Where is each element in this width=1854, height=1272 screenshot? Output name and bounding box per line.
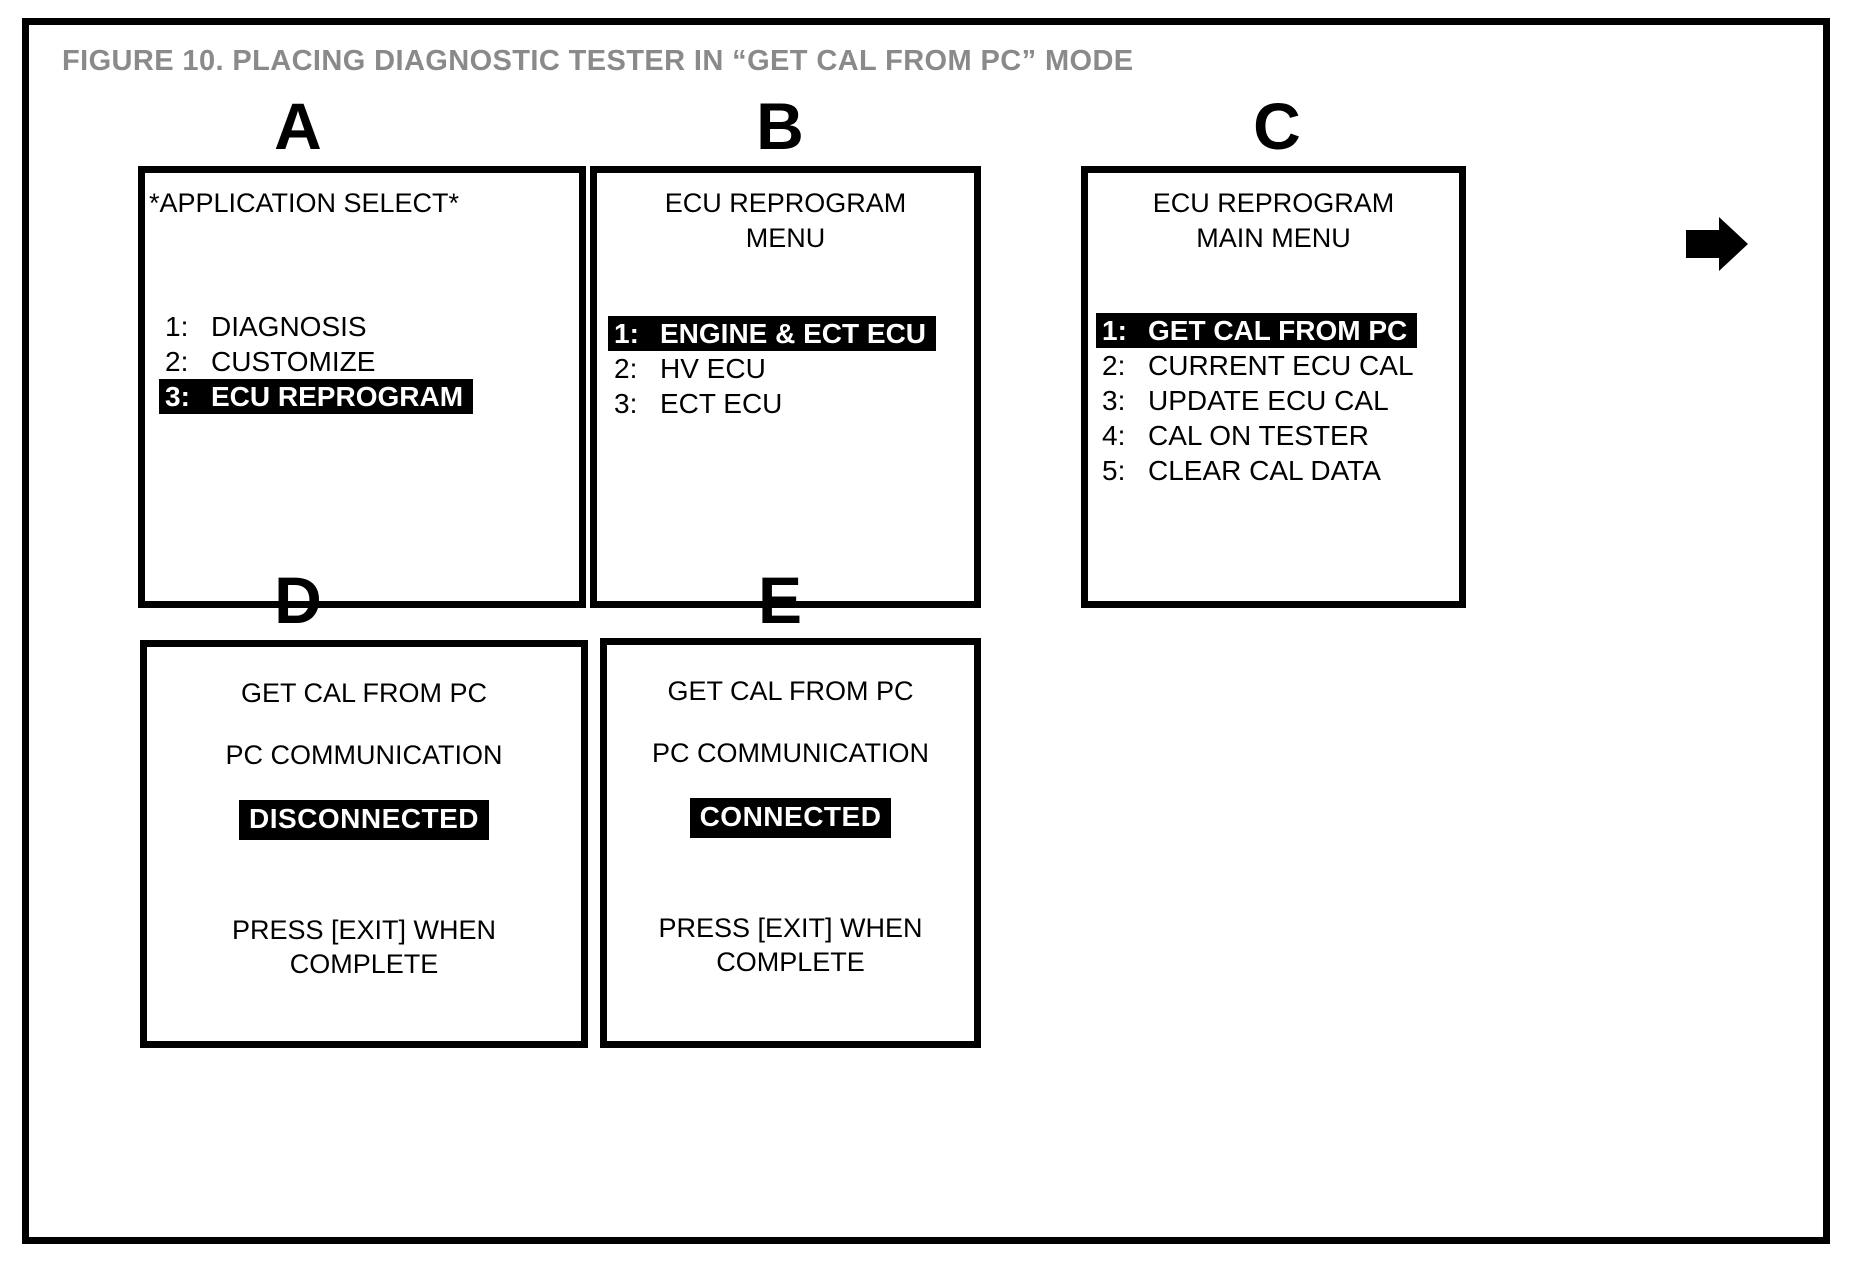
- menu-item-number: 1:: [1102, 315, 1127, 346]
- menu-item-get-cal-from-pc-selected[interactable]: 1: GET CAL FROM PC: [1096, 313, 1418, 349]
- menu-item-number: 2:: [165, 346, 189, 378]
- menu-item-update-ecu-cal[interactable]: 3: UPDATE ECU CAL: [1102, 383, 1459, 418]
- menu-item-number: 1:: [165, 311, 189, 342]
- menu-item-current-ecu-cal[interactable]: 2: CURRENT ECU CAL: [1102, 348, 1459, 383]
- panel-d-screen[interactable]: GET CAL FROM PC PC COMMUNICATION DISCONN…: [140, 640, 588, 1048]
- menu-item-number: 2:: [1102, 350, 1126, 382]
- menu-item-clear-cal-data[interactable]: 5: CLEAR CAL DATA: [1102, 453, 1459, 488]
- menu-item-label: DIAGNOSIS: [211, 311, 367, 342]
- menu-item-label: ECU REPROGRAM: [211, 381, 464, 413]
- panel-d-line-1: GET CAL FROM PC: [240, 678, 488, 708]
- panel-a-menu[interactable]: 1: DIAGNOSIS 2: CUSTOMIZE 3: ECU REPROGR…: [159, 309, 579, 415]
- panel-e-footer: PRESS [EXIT] WHEN COMPLETE: [607, 911, 974, 979]
- menu-item-number: 3:: [614, 388, 638, 420]
- panel-letter-b: B: [756, 89, 804, 163]
- panel-letter-e: E: [757, 563, 803, 637]
- menu-item-cal-on-tester[interactable]: 4: CAL ON TESTER: [1102, 418, 1459, 453]
- menu-item-label: CAL ON TESTER: [1148, 420, 1369, 452]
- menu-item-number: 4:: [1102, 420, 1126, 452]
- menu-item-number: 1:: [614, 318, 639, 349]
- panel-d-footer: PRESS [EXIT] WHEN COMPLETE: [147, 913, 581, 981]
- panel-b-title-line-1: ECU REPROGRAM: [664, 188, 907, 218]
- panel-d-footer-line-1: PRESS [EXIT] WHEN: [231, 915, 497, 945]
- menu-item-number: 3:: [165, 381, 190, 413]
- panel-d-status: DISCONNECTED: [147, 800, 581, 840]
- panel-c-menu[interactable]: 1: GET CAL FROM PC 2: CURRENT ECU CAL 3:…: [1096, 313, 1459, 488]
- panel-c-title-line-2: MAIN MENU: [1196, 223, 1351, 253]
- panel-e-line-1: GET CAL FROM PC: [667, 676, 914, 706]
- panel-b-screen[interactable]: ECU REPROGRAM MENU 1: ENGINE & ECT ECU 2…: [590, 166, 981, 608]
- menu-item-customize[interactable]: 2: CUSTOMIZE: [165, 344, 579, 379]
- menu-item-number: 2:: [614, 353, 638, 385]
- menu-item-label: CURRENT ECU CAL: [1148, 350, 1414, 382]
- panel-e-status: CONNECTED: [607, 798, 974, 838]
- figure-title: FIGURE 10. PLACING DIAGNOSTIC TESTER IN …: [62, 45, 1134, 77]
- menu-item-label: ECT ECU: [660, 388, 783, 420]
- panel-d-footer-line-2: COMPLETE: [289, 949, 439, 980]
- menu-item-label: ENGINE & ECT ECU: [660, 318, 927, 349]
- menu-item-ect-ecu[interactable]: 3: ECT ECU: [614, 386, 974, 421]
- menu-item-number: 5:: [1102, 455, 1126, 487]
- panel-c-title-line-1: ECU REPROGRAM: [1152, 188, 1395, 218]
- panel-c-screen[interactable]: ECU REPROGRAM MAIN MENU 1: GET CAL FROM …: [1081, 166, 1466, 608]
- status-badge-disconnected: DISCONNECTED: [238, 800, 489, 840]
- arrow-c-to-d-icon: [1686, 215, 1748, 273]
- menu-item-label: HV ECU: [660, 353, 766, 385]
- menu-item-label: UPDATE ECU CAL: [1148, 385, 1389, 417]
- panel-e-screen[interactable]: GET CAL FROM PC PC COMMUNICATION CONNECT…: [600, 638, 981, 1048]
- menu-item-label: CUSTOMIZE: [211, 346, 376, 378]
- panel-letter-d: D: [274, 563, 322, 637]
- panel-d-line-2: PC COMMUNICATION: [225, 740, 503, 770]
- menu-item-ecu-reprogram-selected[interactable]: 3: ECU REPROGRAM: [159, 379, 474, 415]
- panel-e-footer-line-2: COMPLETE: [716, 947, 865, 978]
- menu-item-number: 3:: [1102, 385, 1126, 417]
- menu-item-hv-ecu[interactable]: 2: HV ECU: [614, 351, 974, 386]
- menu-item-diagnosis[interactable]: 1: DIAGNOSIS: [165, 309, 579, 344]
- panel-a-title-line-1: *APPLICATION SELECT*: [148, 188, 460, 218]
- panel-e-line-2: PC COMMUNICATION: [652, 738, 929, 768]
- panel-a-screen[interactable]: *APPLICATION SELECT* 1: DIAGNOSIS 2: CUS…: [138, 166, 586, 608]
- panel-letter-c: C: [1253, 89, 1301, 163]
- figure-frame: FIGURE 10. PLACING DIAGNOSTIC TESTER IN …: [22, 18, 1830, 1244]
- status-badge-connected: CONNECTED: [689, 798, 892, 838]
- menu-item-label: CLEAR CAL DATA: [1148, 455, 1381, 487]
- panel-letter-a: A: [274, 89, 322, 163]
- panel-b-title-line-2: MENU: [745, 223, 826, 253]
- menu-item-engine-ect-ecu-selected[interactable]: 1: ENGINE & ECT ECU: [608, 316, 937, 352]
- panel-b-menu[interactable]: 1: ENGINE & ECT ECU 2: HV ECU 3: ECT ECU: [608, 316, 974, 421]
- panel-e-footer-line-1: PRESS [EXIT] WHEN: [658, 913, 923, 943]
- menu-item-label: GET CAL FROM PC: [1148, 315, 1408, 346]
